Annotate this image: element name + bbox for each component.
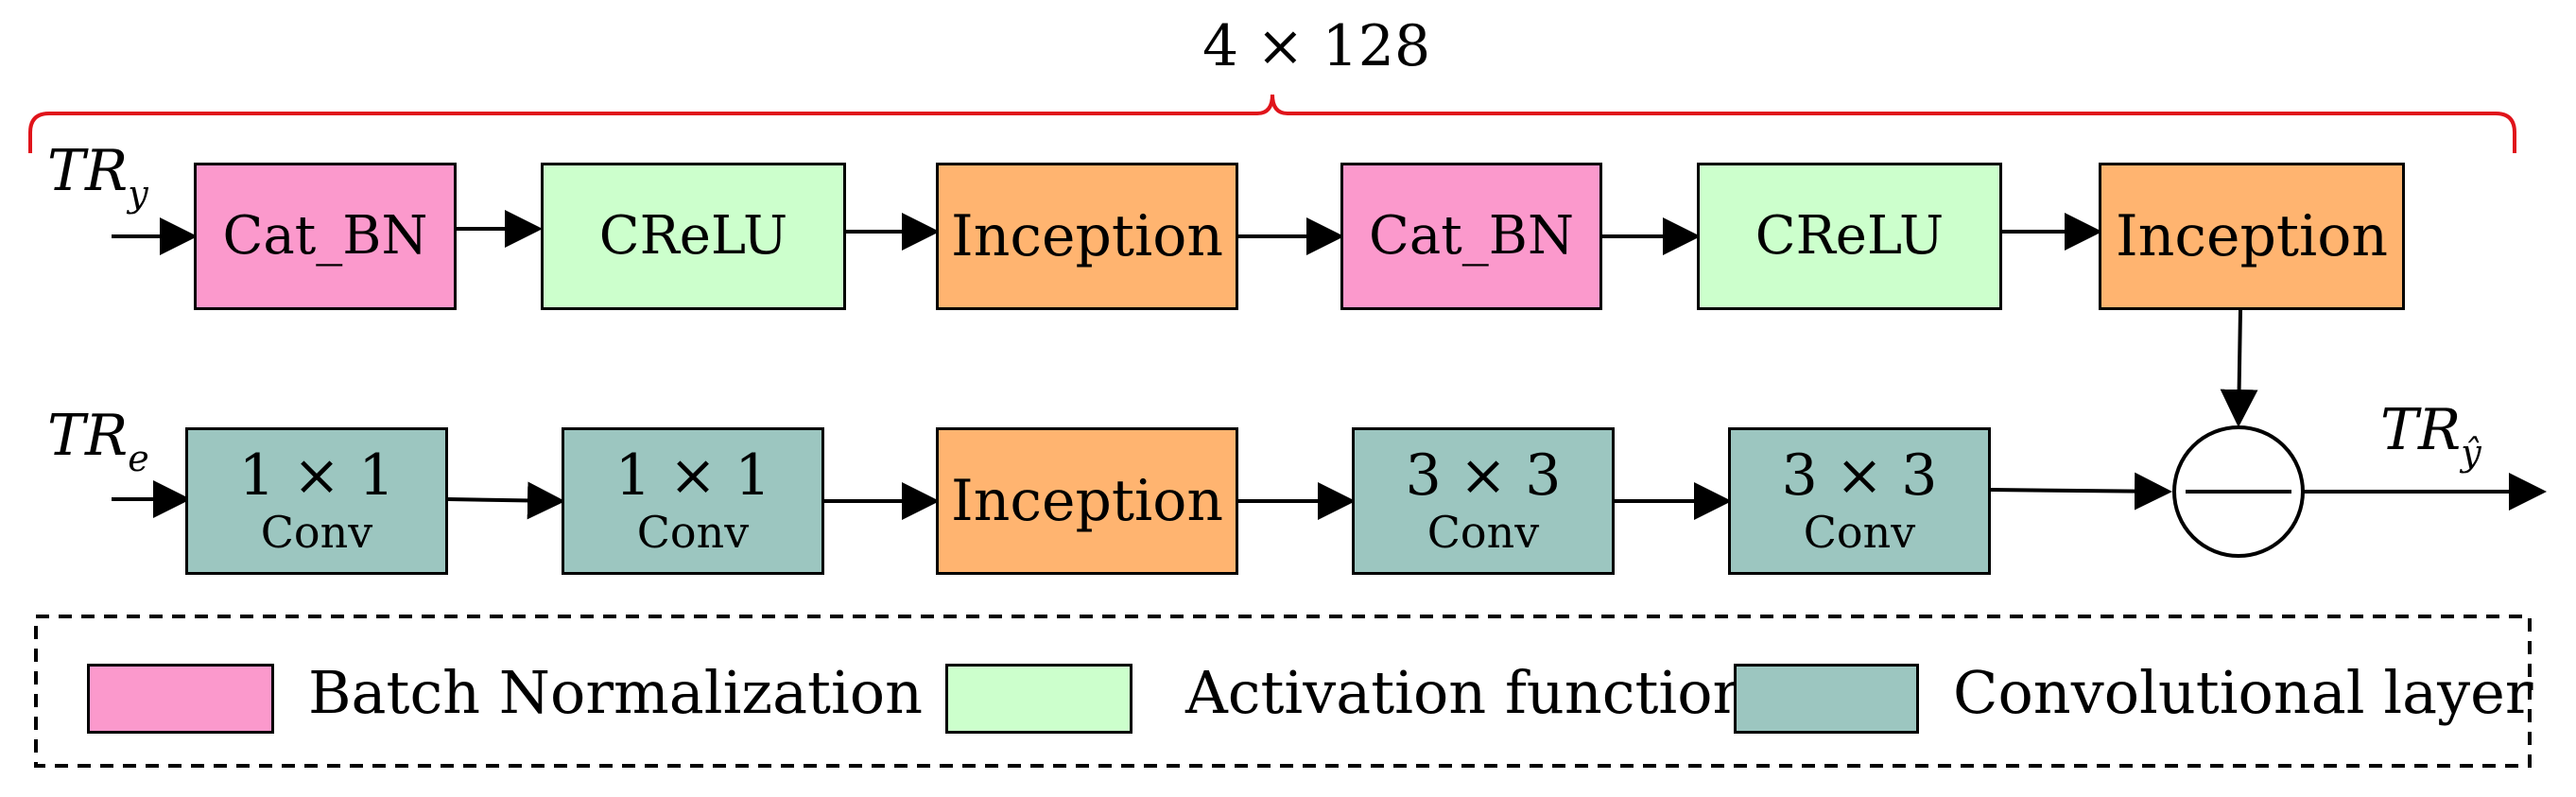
arrow-bottom-5	[1990, 472, 2172, 511]
input-top-sub: y	[128, 173, 148, 215]
output-label: TRŷ	[2380, 397, 2481, 474]
bottom-block-3-label: Inception	[951, 467, 1223, 534]
arrow-inception-down	[2220, 309, 2258, 427]
top-block-3-label: Inception	[951, 202, 1223, 269]
top-block-4-label: Cat_BN	[1369, 204, 1574, 267]
output-sub: ŷ	[2461, 432, 2481, 474]
legend-frame	[34, 615, 2532, 768]
input-label-bottom: TRe	[47, 403, 149, 479]
bottom-block-5-kernel: 3 × 3	[1781, 442, 1938, 510]
bottom-block-5-conv: 3 × 3 Conv	[1728, 427, 1991, 575]
bottom-block-1-conv-label: Conv	[260, 507, 373, 559]
legend-label-batch-normalization: Batch Normalization	[308, 658, 924, 727]
top-block-6-inception: Inception	[2099, 163, 2405, 310]
arrow-bottom-1	[447, 481, 565, 520]
top-block-2-label: CReLU	[598, 204, 788, 267]
bottom-block-2-conv: 1 × 1 Conv	[562, 427, 824, 575]
bottom-block-2-kernel: 1 × 1	[614, 442, 771, 510]
legend-label-activation-function: Activation function	[1185, 658, 1751, 727]
top-brace-label: 4 × 128	[1202, 13, 1431, 79]
legend-swatch-convolutional-layer	[1734, 664, 1919, 734]
top-block-6-label: Inception	[2116, 202, 2388, 269]
output-base: TR	[2380, 397, 2462, 463]
top-block-2-crelu: CReLU	[541, 163, 846, 310]
input-bottom-sub: e	[128, 438, 149, 479]
top-block-5-crelu: CReLU	[1697, 163, 2002, 310]
bottom-block-1-conv: 1 × 1 Conv	[185, 427, 448, 575]
top-block-1-label: Cat_BN	[222, 204, 428, 267]
bottom-block-1-kernel: 1 × 1	[238, 442, 395, 510]
legend-label-convolutional-layer: Convolutional layer	[1953, 658, 2533, 727]
input-top-base: TR	[47, 138, 129, 204]
top-block-4-cat-bn: Cat_BN	[1340, 163, 1602, 310]
bottom-block-3-inception: Inception	[936, 427, 1238, 575]
legend-swatch-batch-normalization	[87, 664, 274, 734]
bottom-block-5-conv-label: Conv	[1803, 507, 1916, 559]
top-block-3-inception: Inception	[936, 163, 1238, 310]
input-bottom-base: TR	[47, 403, 129, 469]
bottom-block-4-conv: 3 × 3 Conv	[1352, 427, 1615, 575]
bottom-block-4-conv-label: Conv	[1426, 507, 1540, 559]
legend-swatch-activation-function	[945, 664, 1132, 734]
top-block-5-label: CReLU	[1755, 204, 1945, 267]
top-block-1-cat-bn: Cat_BN	[194, 163, 457, 310]
top-brace	[28, 94, 2516, 153]
bottom-block-4-kernel: 3 × 3	[1405, 442, 1562, 510]
input-label-top: TRy	[47, 138, 148, 215]
bottom-block-2-conv-label: Conv	[636, 507, 750, 559]
